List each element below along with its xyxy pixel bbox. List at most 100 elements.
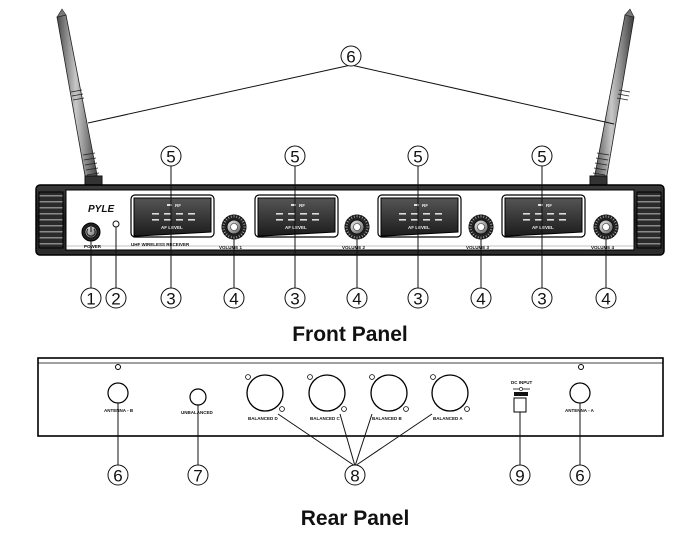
balanced-output-jack[interactable] (430, 374, 470, 412)
callout-balanced: 8 (350, 467, 359, 486)
channel-display (257, 197, 336, 237)
af-level-label: AF LEVEL (161, 225, 183, 230)
power-button[interactable] (81, 222, 101, 242)
callout-number: 5 (290, 148, 299, 167)
callout-number: 3 (537, 290, 546, 309)
level-segment (547, 213, 554, 215)
balanced-label: BALANCED D (248, 416, 278, 421)
volume-knob[interactable] (468, 214, 494, 240)
level-segment (276, 219, 283, 221)
callout-volume: 4 (595, 239, 617, 309)
level-segment (523, 219, 530, 221)
rf-indicator (538, 204, 543, 206)
level-segment (435, 219, 442, 221)
level-segment (411, 219, 418, 221)
antenna-a-jack[interactable] (569, 382, 591, 404)
level-segment (152, 219, 159, 221)
callout-number: 5 (166, 148, 175, 167)
callout-power: 1 (86, 290, 95, 309)
level-segment (164, 219, 171, 221)
channel-display (504, 197, 583, 237)
volume-label: VOLUME 1 (219, 245, 243, 250)
front-callouts-bottom: 1 2 (80, 227, 127, 309)
callout-number: 4 (352, 290, 361, 309)
level-segment (523, 213, 530, 215)
left-antenna (56, 8, 103, 188)
volume-label: VOLUME 4 (591, 245, 615, 250)
callout-rf-af: 53 (407, 145, 429, 309)
callout-rf-af: 53 (160, 145, 182, 309)
dc-input-label: DC INPUT (511, 380, 533, 385)
level-segment (399, 213, 406, 215)
level-segment (288, 219, 295, 221)
level-segment (535, 219, 542, 221)
callout-rf-af: 53 (284, 145, 306, 309)
af-level-label: AF LEVEL (285, 225, 307, 230)
level-segment (423, 219, 430, 221)
callout-antenna-a: 6 (575, 467, 584, 486)
channel-display (380, 197, 459, 237)
volume-knob[interactable] (593, 214, 619, 240)
rear-panel: ANTENNA - B UNBALANCED DC INPUT ANTENNA … (37, 357, 664, 437)
callout-number: 5 (413, 148, 422, 167)
balanced-label: BALANCED B (372, 416, 402, 421)
dc-plug-top (514, 392, 528, 396)
rf-label: RF (422, 203, 428, 208)
callout-antenna-b: 6 (113, 467, 122, 486)
right-vent-grille (636, 191, 662, 249)
callout-volume: 4 (346, 239, 368, 309)
rf-label: RF (299, 203, 305, 208)
volume-label: VOLUME 2 (342, 245, 366, 250)
volume-knob[interactable] (221, 214, 247, 240)
level-segment (559, 213, 566, 215)
af-level-label: AF LEVEL (532, 225, 554, 230)
level-segment (152, 213, 159, 215)
dc-input-jack[interactable] (513, 397, 527, 413)
balanced-output-jack[interactable] (245, 374, 285, 412)
volume-knob[interactable] (344, 214, 370, 240)
front-panel-caption: Front Panel (292, 323, 408, 346)
rear-callouts: 6 7 8 9 6 (107, 403, 591, 486)
callout-dc-input: 9 (515, 467, 524, 486)
callout-volume: 4 (470, 239, 492, 309)
callout-number: 4 (476, 290, 485, 309)
level-segment (188, 213, 195, 215)
brand-logo: PYLE (88, 204, 114, 215)
balanced-output-jack[interactable] (369, 374, 409, 412)
callout-number: 5 (537, 148, 546, 167)
antenna-b-jack[interactable] (107, 382, 129, 404)
rf-indicator (291, 204, 296, 206)
balanced-label: BALANCED C (310, 416, 340, 421)
callout-number: 4 (601, 290, 610, 309)
screw-hole (115, 364, 121, 370)
callout-number: 3 (290, 290, 299, 309)
level-segment (399, 219, 406, 221)
rf-indicator (414, 204, 419, 206)
level-segment (547, 219, 554, 221)
level-segment (300, 213, 307, 215)
callout-number: 3 (413, 290, 422, 309)
unbalanced-jack[interactable] (189, 388, 207, 406)
callout-rf-af: 53 (531, 145, 553, 309)
power-label: POWER (84, 244, 102, 249)
unbalanced-label: UNBALANCED (181, 410, 213, 415)
level-segment (423, 213, 430, 215)
antenna-b-label: ANTENNA - B (104, 408, 134, 413)
level-segment (176, 219, 183, 221)
volume-label: VOLUME 3 (466, 245, 490, 250)
level-segment (535, 213, 542, 215)
screw-hole (578, 364, 584, 370)
rf-label: RF (546, 203, 552, 208)
channel-module: RF AF LEVEL VOLUME 4 (501, 194, 619, 250)
balanced-output-jack[interactable] (307, 374, 347, 412)
level-segment (312, 219, 319, 221)
callout-unbalanced: 7 (193, 467, 202, 486)
level-segment (411, 213, 418, 215)
receiver-label: UHF WIRELESS RECEIVER (131, 242, 190, 247)
